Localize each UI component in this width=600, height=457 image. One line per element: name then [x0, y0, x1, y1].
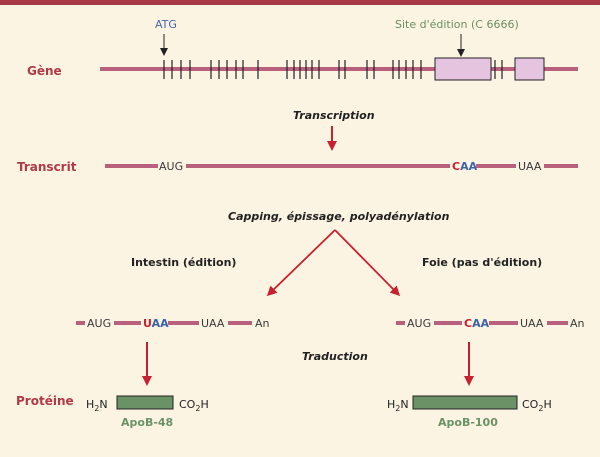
apob48-label: ApoB-48 — [121, 416, 173, 429]
intestin-start-codon: AUG — [87, 317, 111, 330]
intestin-edited-base: U — [143, 317, 152, 330]
edit-site-label: Site d'édition (C 6666) — [395, 18, 519, 31]
liver-codon: CAA — [464, 317, 490, 330]
liver-branch-title: Foie (pas d'édition) — [422, 256, 542, 269]
n-terminus-n: N — [400, 398, 408, 411]
liver-stop-codon: UAA — [520, 317, 544, 330]
transcript-stop-codon: UAA — [518, 160, 542, 173]
transcript-edit-base: C — [452, 160, 460, 173]
intestin-c-terminus: CO2H — [179, 398, 209, 413]
top-accent-bar — [0, 0, 600, 5]
apob100-protein-bar — [412, 395, 518, 410]
intestin-n-terminus: H2N — [86, 398, 108, 413]
intestin-edited-codon: UAA — [143, 317, 169, 330]
apob100-label: ApoB-100 — [438, 416, 498, 429]
gene-exon-ticks — [163, 60, 503, 79]
intestin-polya-tail: An — [255, 317, 270, 330]
n-terminus-h: H — [387, 398, 395, 411]
c-terminus-sub: 2 — [195, 404, 200, 413]
gene-row-label: Gène — [27, 64, 62, 78]
n-terminus-sub: 2 — [395, 404, 400, 413]
intestin-stop-codon: UAA — [201, 317, 225, 330]
n-terminus-h: H — [86, 398, 94, 411]
liver-c-terminus: CO2H — [522, 398, 552, 413]
liver-start-codon: AUG — [407, 317, 431, 330]
branch-arrow-intestin — [266, 229, 336, 297]
transcription-step-label: Transcription — [293, 109, 375, 122]
atg-label: ATG — [155, 18, 177, 31]
c-terminus-h: H — [200, 398, 208, 411]
branch-arrow-liver — [334, 229, 401, 297]
apob48-protein-bar — [116, 395, 174, 410]
processing-step-label: Capping, épissage, polyadénylation — [228, 210, 450, 223]
transcript-codon-rest: AA — [460, 160, 478, 173]
c-terminus-sub: 2 — [538, 404, 543, 413]
n-terminus-n: N — [99, 398, 107, 411]
c-terminus-co: CO — [522, 398, 539, 411]
transcript-row-label: Transcrit — [17, 160, 77, 174]
c-terminus-h: H — [543, 398, 551, 411]
transcript-edit-codon: CAA — [452, 160, 478, 173]
n-terminus-sub: 2 — [94, 404, 99, 413]
transcript-start-codon: AUG — [159, 160, 183, 173]
liver-codon-rest: AA — [472, 317, 490, 330]
liver-codon-base: C — [464, 317, 472, 330]
protein-row-label: Protéine — [16, 394, 74, 408]
gene-large-exon — [434, 57, 492, 81]
translation-step-label: Traduction — [302, 350, 368, 363]
intestin-codon-rest: AA — [152, 317, 170, 330]
gene-last-exon — [514, 57, 545, 81]
intestin-branch-title: Intestin (édition) — [131, 256, 236, 269]
liver-n-terminus: H2N — [387, 398, 409, 413]
c-terminus-co: CO — [179, 398, 196, 411]
liver-polya-tail: An — [570, 317, 585, 330]
